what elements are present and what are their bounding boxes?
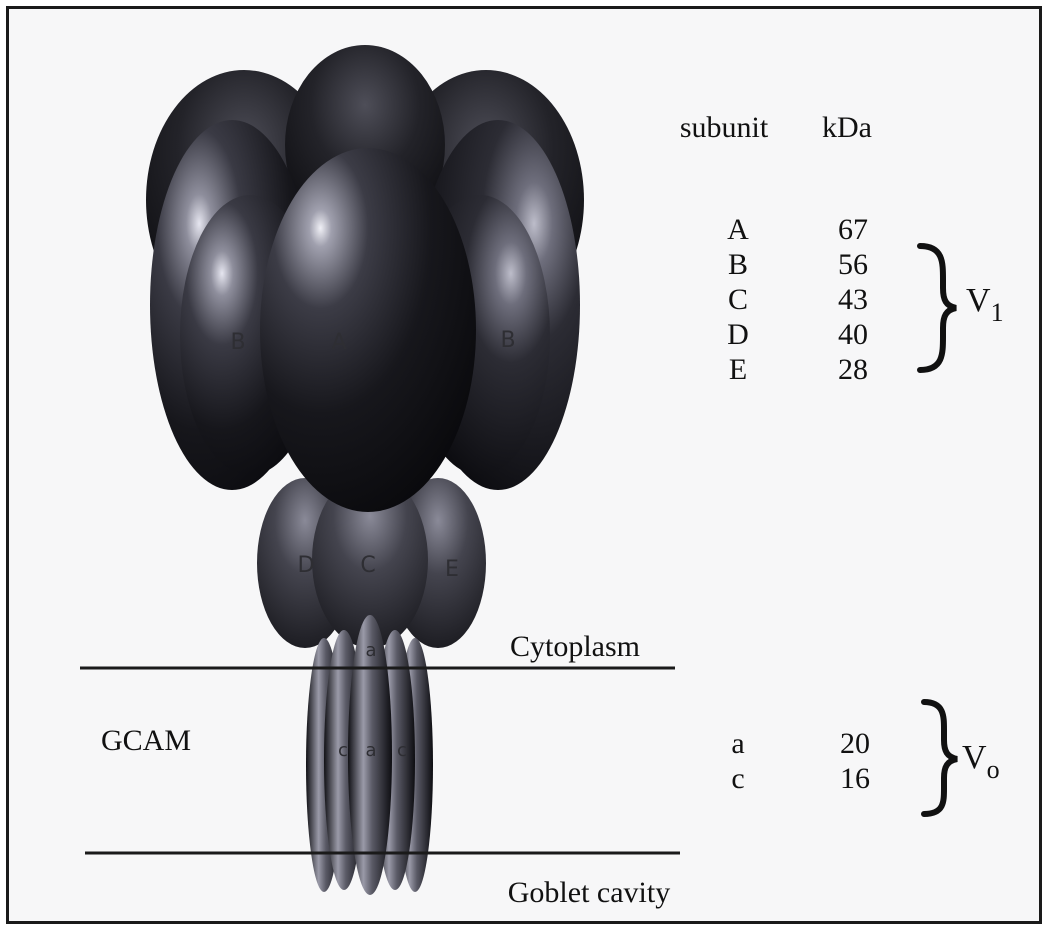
v0-brace	[924, 702, 957, 814]
label-d: D	[298, 553, 315, 578]
label-c: C	[360, 553, 375, 578]
row-subunit: C	[728, 283, 748, 316]
row-subunit: E	[729, 353, 747, 386]
row-subunit: a	[731, 727, 744, 760]
header-kda: kDa	[822, 111, 872, 144]
row-kda: 20	[840, 727, 870, 760]
label-e: E	[445, 557, 459, 582]
gcam-label: GCAM	[101, 724, 191, 757]
v0-rows: a 20 c 16	[731, 727, 870, 795]
v1-group-label: V1	[966, 282, 1004, 327]
row-kda: 43	[838, 283, 868, 316]
label-b-left: B	[230, 330, 245, 355]
goblet-cavity-label: Goblet cavity	[508, 876, 670, 909]
row-subunit: A	[727, 213, 749, 246]
label-c-right: c	[397, 740, 407, 761]
row-kda: 16	[840, 762, 870, 795]
row-kda: 28	[838, 353, 868, 386]
v0-group-label: Vo	[962, 739, 1000, 784]
v1-rows: A 67 B 56 C 43 D 40 E 28	[727, 213, 868, 386]
label-c-left: c	[338, 740, 348, 761]
label-a-lower: a	[365, 740, 376, 761]
header-subunit: subunit	[680, 111, 769, 144]
row-kda: 67	[838, 213, 868, 246]
subunit-a	[260, 148, 476, 512]
cytoplasm-label: Cytoplasm	[510, 630, 640, 663]
row-subunit: D	[727, 318, 749, 351]
v1-brace	[920, 246, 956, 370]
row-kda: 40	[838, 318, 868, 351]
row-subunit: c	[731, 762, 744, 795]
label-a: A	[331, 330, 346, 355]
row-kda: 56	[838, 248, 868, 281]
label-b-right: B	[500, 328, 515, 353]
label-a-upper: a	[365, 640, 376, 661]
row-subunit: B	[728, 248, 748, 281]
